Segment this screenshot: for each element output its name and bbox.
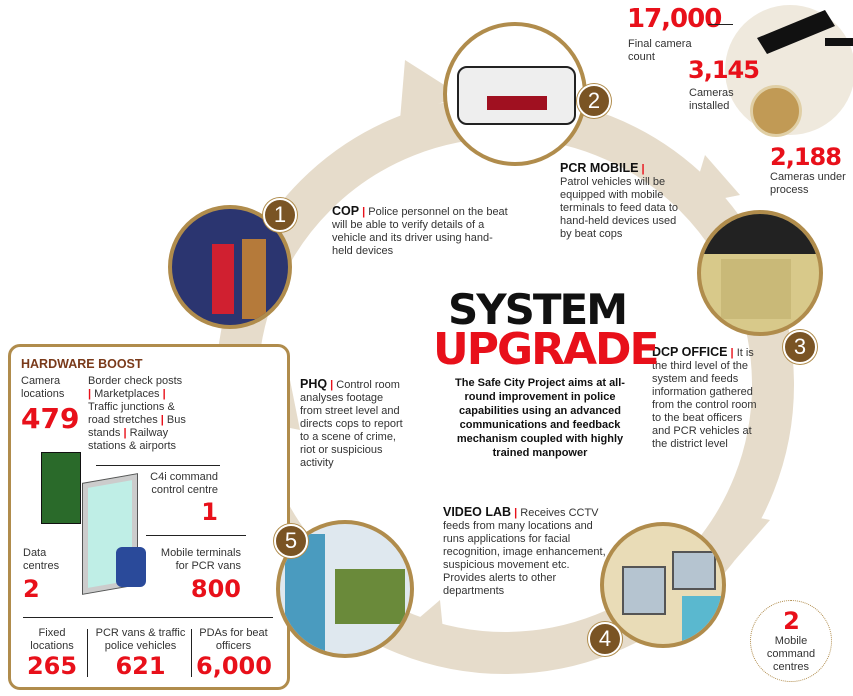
arrow-head-3	[720, 510, 770, 560]
pcr-illustration	[443, 22, 587, 166]
hardware-title: HARDWARE BOOST	[21, 357, 143, 371]
step-dcp-office: DCP OFFICE | It is the third level of th…	[652, 345, 757, 451]
step-cop: COP | Police personnel on the beat will …	[332, 204, 508, 258]
title-system: SYSTEM	[448, 285, 628, 334]
cop-illustration	[168, 205, 292, 329]
installed-value: 3,145	[688, 56, 760, 84]
process-label: Cameras under process	[770, 171, 846, 196]
pcr-vans-value: 621	[115, 652, 166, 680]
dcp-office-illustration	[697, 210, 823, 336]
camera-locations-label: Camera locations	[21, 375, 65, 400]
cctv-camera-icon	[757, 10, 853, 54]
step-badge-3: 3	[783, 330, 817, 364]
video-lab-illustration	[600, 522, 726, 648]
mobile-command-circle: 2 Mobile command centres	[750, 600, 832, 682]
camera-location-places: Border check posts | Marketplaces | Traf…	[88, 375, 186, 452]
c4i-label: C4i command control centre	[150, 471, 218, 496]
process-value: 2,188	[770, 143, 842, 171]
final-camera-label: Final camera count	[628, 38, 692, 63]
hardware-boost-panel: HARDWARE BOOST Camera locations 479 Bord…	[8, 344, 290, 690]
title-upgrade: UPGRADE	[433, 324, 660, 375]
step-badge-5: 5	[274, 524, 308, 558]
arrow-head-4	[405, 600, 445, 650]
c4i-value: 1	[201, 498, 218, 526]
step-badge-4: 4	[588, 622, 622, 656]
fixed-label: Fixed locations	[30, 627, 74, 652]
fixed-value: 265	[26, 652, 78, 680]
mobile-terminals-label: Mobile terminals for PCR vans	[160, 547, 241, 572]
data-centres-label: Data centres	[23, 547, 60, 572]
arrow-head-1	[400, 60, 460, 120]
mobile-command-label: Mobile command centres	[766, 635, 816, 673]
arrow-head-2	[690, 155, 740, 205]
step-pcr-mobile: PCR MOBILE |Patrol vehicles will be equi…	[560, 161, 679, 241]
pdas-value: 6,000	[196, 652, 272, 680]
operator-icon	[116, 547, 146, 587]
pdas-label: PDAs for beat officers	[199, 627, 268, 652]
intro-text: The Safe City Project aims at all-round …	[455, 377, 625, 459]
step-badge-2: 2	[577, 84, 611, 118]
final-camera-value: 17,000	[627, 4, 722, 34]
step-phq: PHQ | Control room analyses footage from…	[300, 377, 403, 470]
step-video-lab: VIDEO LAB | Receives CCTV feeds from man…	[443, 505, 606, 598]
pcr-vans-label: PCR vans & traffic police vehicles	[95, 627, 186, 652]
server-icon	[41, 452, 81, 524]
installed-label: Cameras installed	[689, 87, 734, 112]
camera-locations-value: 479	[21, 402, 80, 435]
step-badge-1: 1	[263, 198, 297, 232]
mobile-command-value: 2	[783, 607, 800, 635]
data-centres-value: 2	[23, 575, 40, 603]
installed-circle	[750, 85, 802, 137]
mobile-terminals-value: 800	[190, 575, 241, 603]
